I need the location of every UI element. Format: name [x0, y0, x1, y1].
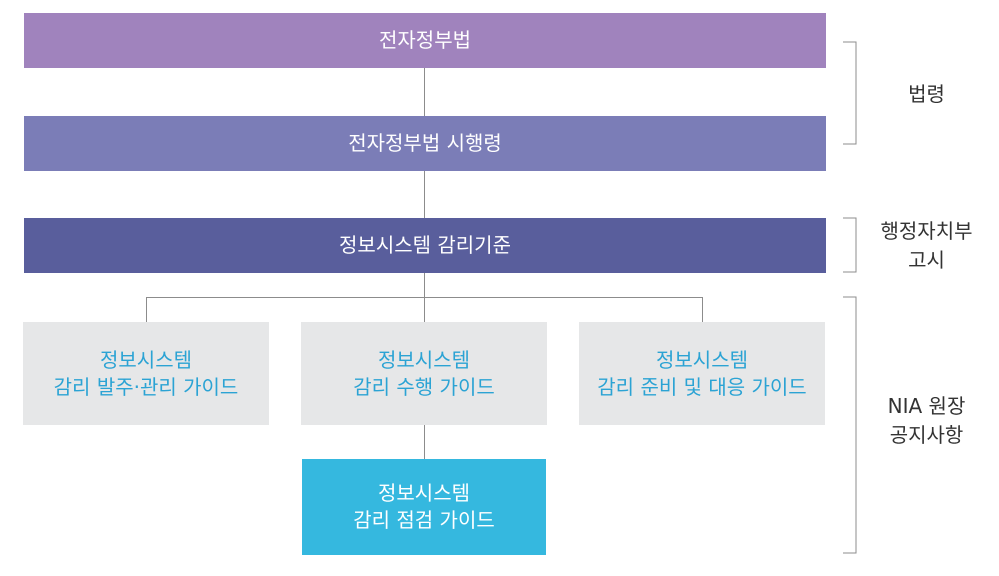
law-box: 전자정부법: [24, 13, 826, 68]
standard-box-label: 정보시스템 감리기준: [339, 233, 511, 257]
decree-box-label: 전자정부법 시행령: [348, 131, 502, 155]
guide-order-line2: 감리 발주·관리 가이드: [53, 374, 239, 399]
standard-box: 정보시스템 감리기준: [24, 218, 826, 273]
guide-order-box: 정보시스템 감리 발주·관리 가이드: [23, 322, 269, 425]
guide-prepare-line1: 정보시스템: [656, 347, 748, 372]
guide-prepare-box: 정보시스템 감리 준비 및 대응 가이드: [579, 322, 825, 425]
guide-inspect-line2: 감리 점검 가이드: [353, 508, 495, 532]
guide-perform-line1: 정보시스템: [378, 347, 470, 372]
connector-perform-to-inspect: [424, 425, 425, 459]
connector-law-to-decree: [424, 68, 425, 116]
connector-to-guide-prepare: [702, 297, 703, 322]
law-box-label: 전자정부법: [379, 28, 471, 52]
connector-to-guide-order: [146, 297, 147, 322]
label-nia-line2: 공지사항: [889, 423, 964, 447]
label-nia: NIA 원장 공지사항: [864, 392, 989, 450]
label-ministry: 행정자치부 고시: [864, 217, 989, 275]
connector-standard-trunk: [424, 273, 425, 297]
guide-perform-line2: 감리 수행 가이드: [353, 374, 495, 399]
guide-perform-box: 정보시스템 감리 수행 가이드: [301, 322, 547, 425]
guide-inspect-line1: 정보시스템: [378, 481, 470, 505]
bracket-ministry: [843, 217, 857, 273]
label-law: 법령: [864, 80, 989, 109]
bracket-nia: [843, 296, 857, 554]
guide-prepare-line2: 감리 준비 및 대응 가이드: [597, 374, 807, 399]
guide-order-line1: 정보시스템: [100, 347, 192, 372]
label-law-text: 법령: [908, 82, 945, 106]
connector-decree-to-standard: [424, 171, 425, 218]
connector-to-guide-perform: [424, 297, 425, 322]
bracket-law: [843, 41, 857, 145]
label-ministry-line2: 고시: [908, 248, 945, 272]
label-ministry-line1: 행정자치부: [880, 219, 973, 243]
label-nia-line1: NIA 원장: [887, 394, 966, 418]
guide-inspect-box: 정보시스템 감리 점검 가이드: [302, 459, 546, 555]
decree-box: 전자정부법 시행령: [24, 116, 826, 171]
